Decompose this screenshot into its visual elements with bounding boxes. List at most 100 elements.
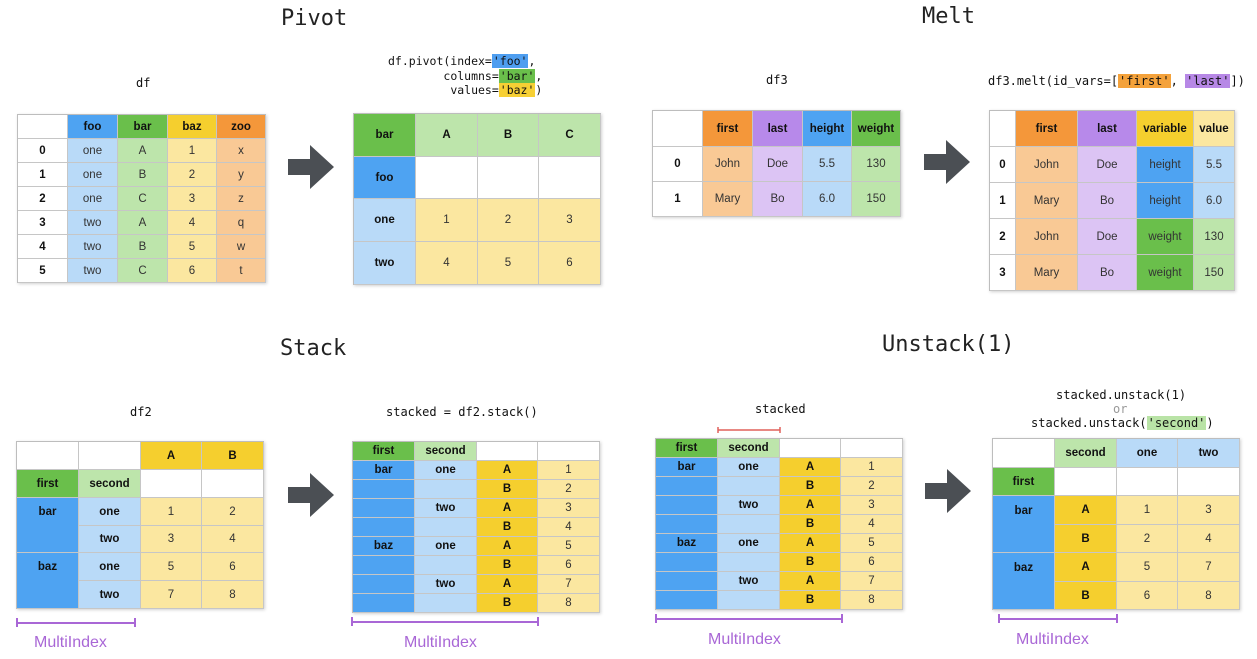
cell: 6.0 (1194, 183, 1235, 219)
empty-cell (538, 442, 600, 461)
empty-cell (416, 157, 478, 199)
cell: 4 (841, 515, 903, 534)
df2-table: A B first second bar one 1 2 two 3 4 baz… (16, 441, 264, 609)
cell: 4 (168, 211, 217, 235)
col-header: two (1178, 439, 1240, 468)
cell: 130 (1194, 219, 1235, 255)
unstack-code-line1: stacked.unstack(1) (1056, 388, 1187, 402)
cell: x (217, 139, 266, 163)
col-header: zoo (217, 115, 266, 139)
pivot-table: bar A B C foo one 1 2 3 two 4 5 6 (353, 113, 601, 285)
level0-blank (656, 477, 718, 496)
level1-label: one (79, 553, 141, 581)
empty-cell (478, 157, 539, 199)
df-table: foo bar baz zoo 0 one A 1 x 1 one B 2 y … (17, 114, 266, 283)
level0-blank (656, 553, 718, 572)
melt-code: df3.melt(id_vars=['first', 'last']) (988, 74, 1245, 88)
empty-cell (202, 470, 264, 498)
col-header: C (539, 114, 601, 157)
col-header: weight (852, 111, 901, 147)
cell: 7 (538, 575, 600, 594)
cell: Mary (1016, 183, 1078, 219)
level0-blank (353, 499, 415, 518)
index-name: first (993, 468, 1055, 496)
columns-name: second (1055, 439, 1117, 468)
cell: 5 (841, 534, 903, 553)
row-index: 3 (990, 255, 1016, 291)
cell: 5 (478, 242, 539, 285)
level0-blank (353, 480, 415, 499)
level2-label: B (477, 594, 538, 613)
level1-label: B (1055, 525, 1117, 553)
level1-blank (415, 556, 477, 575)
level0-blank (656, 591, 718, 610)
cell: 4 (416, 242, 478, 285)
col-header: one (1117, 439, 1178, 468)
cell: 5 (168, 235, 217, 259)
level0-blank (353, 594, 415, 613)
cell: 6 (841, 553, 903, 572)
cell: 6.0 (803, 182, 852, 217)
row-index: 5 (18, 259, 68, 283)
col-header: B (478, 114, 539, 157)
cell: 6 (1117, 582, 1178, 610)
index-name: first (353, 442, 415, 461)
stacked-table: first second bar one A 1 B 2 two A 3 B 4… (352, 441, 600, 613)
level2-label: B (477, 480, 538, 499)
cell: 3 (538, 499, 600, 518)
right-arrow-icon (288, 473, 334, 517)
level0-label: baz (353, 537, 415, 556)
level1-label: one (79, 498, 141, 526)
row-index: 2 (18, 187, 68, 211)
cell: 4 (202, 526, 264, 553)
level1-label: one (718, 458, 780, 477)
index-name: second (718, 439, 780, 458)
col-header: first (1016, 111, 1078, 147)
cell: one (68, 187, 118, 211)
level2-label: B (780, 553, 841, 572)
cell: w (217, 235, 266, 259)
empty-cell (993, 439, 1055, 468)
index-name: first (656, 439, 718, 458)
cell: John (1016, 147, 1078, 183)
cell: 6 (538, 556, 600, 575)
cell: Doe (1078, 147, 1137, 183)
cell: Doe (1078, 219, 1137, 255)
col-header: foo (68, 115, 118, 139)
col-header: last (753, 111, 803, 147)
level2-label: B (780, 515, 841, 534)
stacked-label: stacked (755, 402, 806, 416)
level2-label: A (780, 458, 841, 477)
empty-cell (539, 157, 601, 199)
cell: 2 (168, 163, 217, 187)
stack-title: Stack (280, 336, 347, 361)
multiindex-bracket (16, 618, 136, 627)
level0-label: bar (656, 458, 718, 477)
level0-blank (656, 515, 718, 534)
level1-label: one (415, 461, 477, 480)
cell: 2 (478, 199, 539, 242)
cell: 8 (202, 581, 264, 609)
row-index: 0 (18, 139, 68, 163)
cell: 3 (141, 526, 202, 553)
level2-label: A (477, 537, 538, 556)
cell: one (68, 139, 118, 163)
columns-name: bar (354, 114, 416, 157)
level1-blank (718, 553, 780, 572)
col-header: bar (118, 115, 168, 139)
cell: y (217, 163, 266, 187)
level1-label: two (415, 575, 477, 594)
level0-blank (993, 525, 1055, 553)
df-label: df (136, 76, 151, 90)
index-name: foo (354, 157, 416, 199)
empty-cell (141, 470, 202, 498)
level2-label: B (780, 477, 841, 496)
level0-blank (993, 582, 1055, 610)
row-index: 3 (18, 211, 68, 235)
unstack-code-or: or (1113, 402, 1128, 416)
cell: B (118, 235, 168, 259)
cell: height (1137, 147, 1194, 183)
level0-blank (17, 526, 79, 553)
row-index: two (354, 242, 416, 285)
cell: z (217, 187, 266, 211)
